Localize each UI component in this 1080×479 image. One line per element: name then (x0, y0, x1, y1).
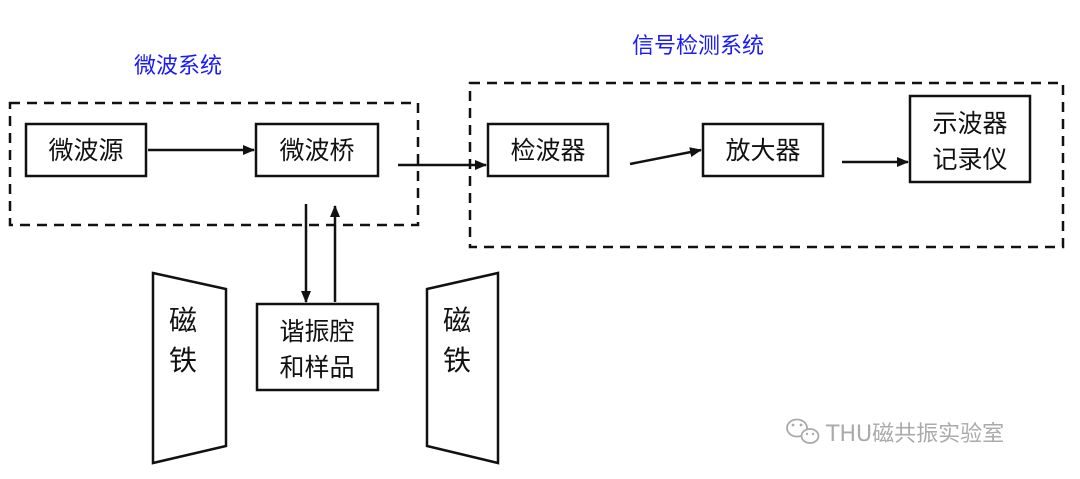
microwave-system-title: 微波系统 (134, 54, 222, 79)
microwave-source-box: 微波源 (24, 122, 148, 178)
left-magnet-label-line1: 磁 (169, 304, 197, 337)
left-magnet-label-line2: 铁 (169, 344, 197, 377)
right-magnet-label-line1: 磁 (443, 304, 471, 337)
right-magnet: 磁 铁 (425, 271, 500, 465)
watermark-text: THU磁共振实验室 (825, 422, 1004, 447)
watermark: THU磁共振实验室 (786, 418, 1004, 447)
right-magnet-label-line2: 铁 (443, 344, 471, 377)
oscilloscope-label-line1: 示波器 (932, 109, 1007, 138)
microwave-source-label: 微波源 (48, 136, 123, 165)
oscilloscope-label-line2: 记录仪 (932, 145, 1007, 174)
detection-system-title: 信号检测系统 (632, 34, 764, 59)
left-magnet: 磁 铁 (151, 271, 228, 465)
microwave-bridge-label: 微波桥 (279, 136, 354, 165)
microwave-bridge-box: 微波桥 (254, 122, 380, 178)
amplifier-box: 放大器 (701, 122, 825, 178)
cavity-sample-box: 谐振腔 和样品 (255, 302, 380, 392)
cavity-label-line1: 谐振腔 (279, 317, 354, 346)
detector-box: 检波器 (486, 122, 610, 178)
cavity-label-line2: 和样品 (279, 353, 354, 382)
amplifier-label: 放大器 (725, 136, 800, 165)
arrow-detector-to-amplifier (629, 147, 702, 166)
detector-label: 检波器 (510, 136, 585, 165)
oscilloscope-recorder-box: 示波器 记录仪 (908, 94, 1032, 184)
wechat-icon (786, 418, 820, 444)
